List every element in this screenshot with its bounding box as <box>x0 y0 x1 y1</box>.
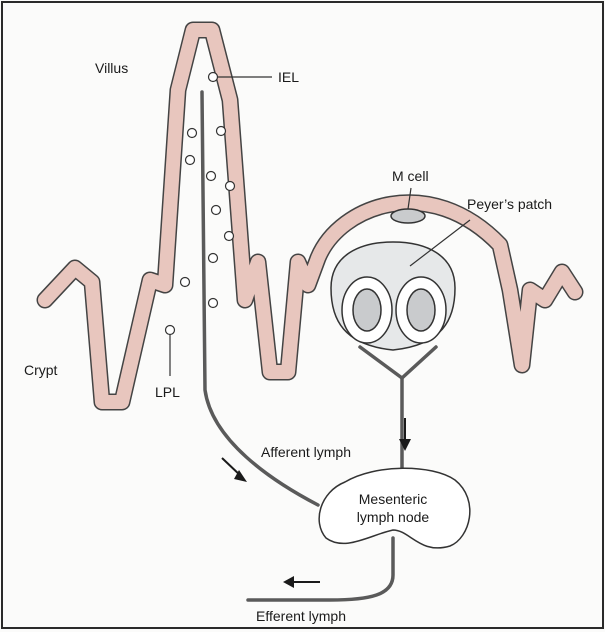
lpl-label: LPL <box>155 384 180 400</box>
iel-cell <box>212 206 221 215</box>
iel-cell <box>209 73 218 82</box>
crypt-label: Crypt <box>24 362 58 378</box>
iel-label: IEL <box>278 69 299 85</box>
iel-cell <box>188 129 197 138</box>
peyers-patch-label: Peyer’s patch <box>467 196 552 212</box>
villus-label: Villus <box>95 60 128 76</box>
m-cell-label: M cell <box>392 168 429 184</box>
epithelium-fill <box>45 30 575 402</box>
iel-cell <box>225 232 234 241</box>
afferent-lymph-label: Afferent lymph <box>261 444 351 460</box>
arrow-diagonal-icon <box>222 458 247 482</box>
mucosal-epithelium <box>45 30 575 402</box>
iel-cell <box>209 254 218 263</box>
efferent-lymph-vessel <box>248 538 393 600</box>
patch-efferent-left <box>360 347 402 378</box>
iel-cell <box>207 172 216 181</box>
mesenteric-node-label-line1: Mesenteric <box>359 491 427 507</box>
follicle-right-germinal-center <box>407 289 435 331</box>
iel-cell <box>181 278 190 287</box>
peyers-patch-shape <box>331 242 455 350</box>
follicle-left-germinal-center <box>353 289 381 331</box>
lpl-cell <box>166 326 175 335</box>
arrow-left-icon <box>283 576 320 588</box>
m-cell-shape <box>391 209 425 223</box>
efferent-lymph-label: Efferent lymph <box>256 608 346 624</box>
iel-cell <box>209 299 218 308</box>
patch-efferent-right <box>402 347 436 378</box>
mesenteric-node-label-line2: lymph node <box>357 509 430 525</box>
epithelium-outline <box>45 30 575 402</box>
iel-cell <box>217 127 226 136</box>
iel-cell <box>186 156 195 165</box>
iel-cell <box>226 182 235 191</box>
